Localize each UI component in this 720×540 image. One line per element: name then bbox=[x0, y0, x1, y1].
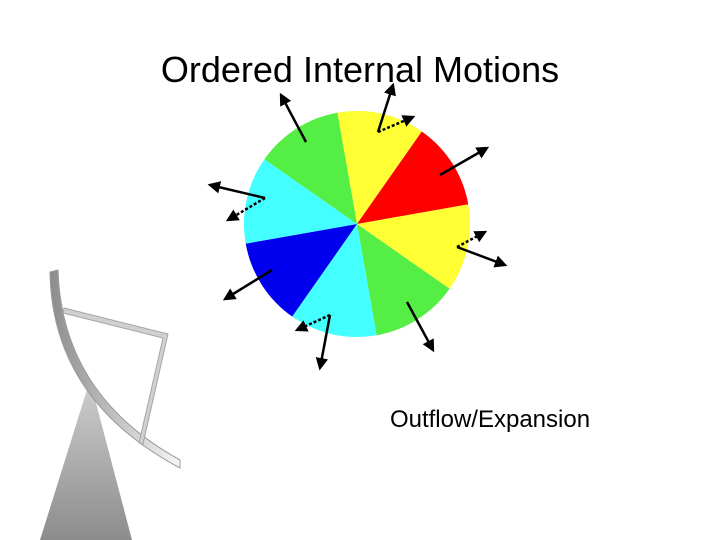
arrow-bottom-left bbox=[315, 314, 332, 371]
wheel-segment-green-top bbox=[264, 112, 357, 224]
motion-arrows bbox=[207, 82, 508, 371]
arrow-bottom-right bbox=[405, 301, 435, 353]
arrow-right-return bbox=[456, 230, 488, 249]
arrow-right bbox=[456, 245, 508, 268]
wheel-segment-yellow-top bbox=[337, 111, 422, 224]
wheel-segment-blue bbox=[245, 224, 357, 317]
arrow-lower-left bbox=[222, 268, 273, 301]
arrow-top-zigzag-return bbox=[377, 115, 416, 134]
diagram-caption: Outflow/Expansion bbox=[390, 406, 590, 433]
dish-stand bbox=[40, 380, 132, 540]
wheel-segment-cyan-bottom bbox=[292, 224, 377, 337]
dish-reflector bbox=[49, 269, 181, 469]
slide-title: Ordered Internal Motions bbox=[161, 49, 559, 90]
arrow-bottom-left-return bbox=[294, 313, 331, 332]
wheel-segment-green-bottom bbox=[357, 224, 450, 336]
arrow-left-return bbox=[225, 196, 266, 222]
arrow-top-zigzag bbox=[376, 82, 396, 133]
arrow-left bbox=[207, 181, 266, 200]
satellite-dish-icon bbox=[40, 269, 181, 540]
wheel-segment-cyan-left bbox=[244, 159, 357, 244]
wheel-segment-red bbox=[357, 131, 469, 224]
color-wheel bbox=[244, 111, 470, 337]
arrow-upper-right bbox=[439, 146, 490, 177]
arrow-top-left bbox=[279, 92, 308, 143]
wheel-segment-yellow-right bbox=[357, 204, 470, 289]
dish-feed-arm bbox=[62, 307, 169, 445]
